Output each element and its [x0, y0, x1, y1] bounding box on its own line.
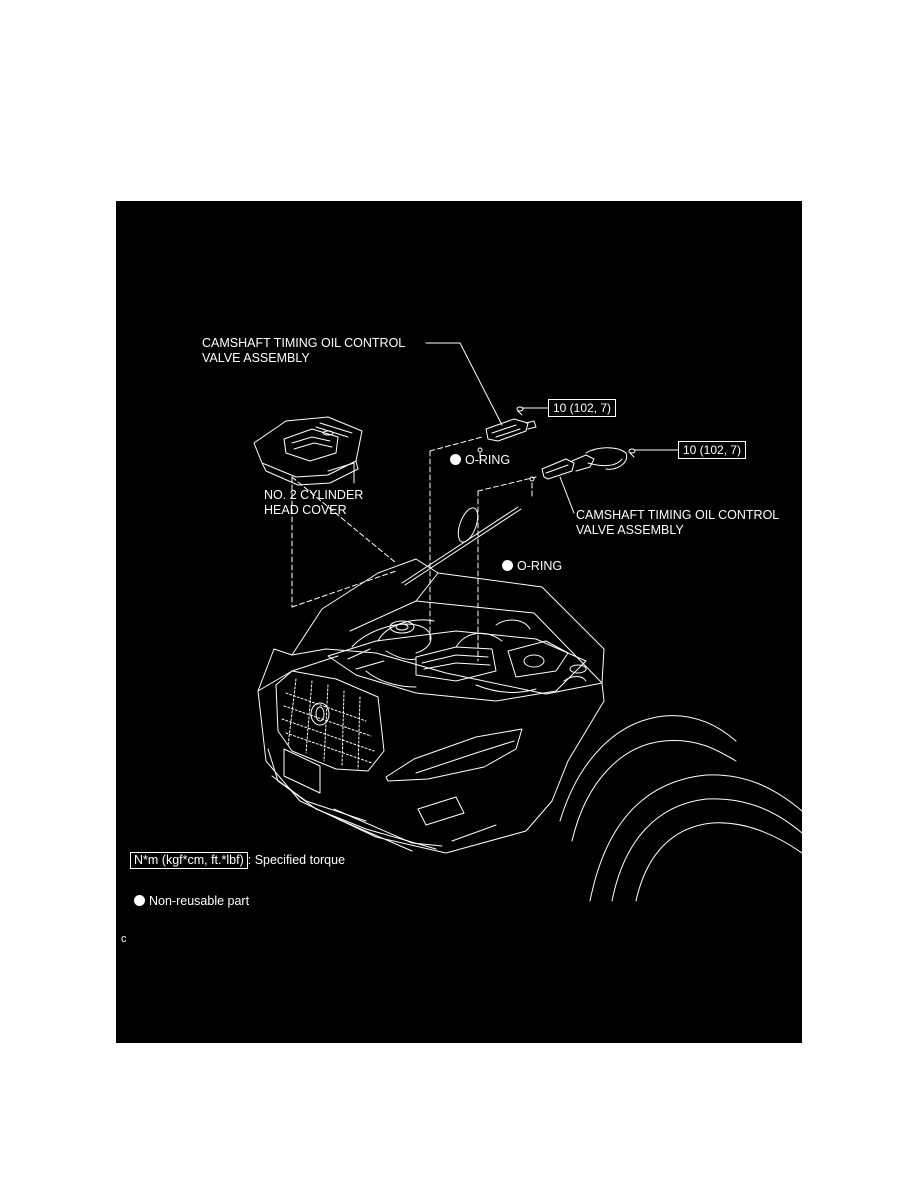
nonreusable-dot-icon [450, 454, 461, 465]
legend-torque-desc: : Specified torque [247, 853, 346, 867]
label-ocv-right: CAMSHAFT TIMING OIL CONTROL VALVE ASSEMB… [576, 508, 779, 538]
label-oring-lower: O-RING [502, 559, 562, 574]
front-bumper [267, 748, 437, 850]
front-wheel [589, 774, 802, 902]
torque-box-right: 10 (102, 7) [678, 441, 747, 459]
ocv-right-illustration [541, 447, 636, 480]
car-illustration [257, 506, 802, 902]
legend-torque-unit: N*m (kgf*cm, ft.*lbf) [130, 852, 248, 869]
dashed-install-lines [291, 436, 537, 662]
label-head-cover-line2: HEAD COVER [264, 503, 347, 517]
label-head-cover: NO. 2 CYLINDER HEAD COVER [264, 488, 363, 518]
grille [275, 670, 385, 772]
legend-nonreusable: Non-reusable part [134, 894, 249, 909]
parts-diagram: CAMSHAFT TIMING OIL CONTROL VALVE ASSEMB… [116, 201, 802, 1043]
label-ocv-top-line2: VALVE ASSEMBLY [202, 351, 310, 365]
legend-torque: N*m (kgf*cm, ft.*lbf): Specified torque [130, 852, 345, 869]
nonreusable-dot-icon [134, 895, 145, 906]
label-oring-lower-text: O-RING [517, 559, 563, 573]
label-oring-upper-text: O-RING [465, 453, 511, 467]
leader-ocv-right [559, 476, 575, 514]
label-ocv-right-line1: CAMSHAFT TIMING OIL CONTROL [576, 508, 780, 522]
leader-head-cover [327, 462, 355, 484]
figure-code: c [121, 933, 127, 945]
fog-light [417, 796, 465, 826]
head-cover-illustration [253, 416, 363, 486]
license-plate [283, 748, 321, 794]
headlight [385, 728, 523, 782]
label-head-cover-line1: NO. 2 CYLINDER [264, 488, 364, 502]
car-front-outline [257, 648, 293, 762]
leader-lines [327, 342, 679, 514]
label-ocv-top: CAMSHAFT TIMING OIL CONTROL VALVE ASSEMB… [202, 336, 405, 366]
nonreusable-dot-icon [502, 560, 513, 571]
diagram-drawing [253, 342, 802, 902]
ocv-upper-illustration [485, 406, 537, 442]
label-ocv-right-line2: VALVE ASSEMBLY [576, 523, 684, 537]
front-fender [445, 682, 605, 854]
raised-hood [291, 558, 605, 695]
label-ocv-top-line1: CAMSHAFT TIMING OIL CONTROL [202, 336, 406, 350]
hood-prop-rod [401, 506, 519, 584]
legend-nonreusable-text: Non-reusable part [149, 894, 250, 908]
torque-box-upper: 10 (102, 7) [548, 399, 617, 417]
emblem [310, 702, 330, 726]
label-oring-upper: O-RING [450, 453, 510, 468]
leader-ocv-top [425, 342, 503, 426]
engine-compartment [327, 619, 587, 702]
